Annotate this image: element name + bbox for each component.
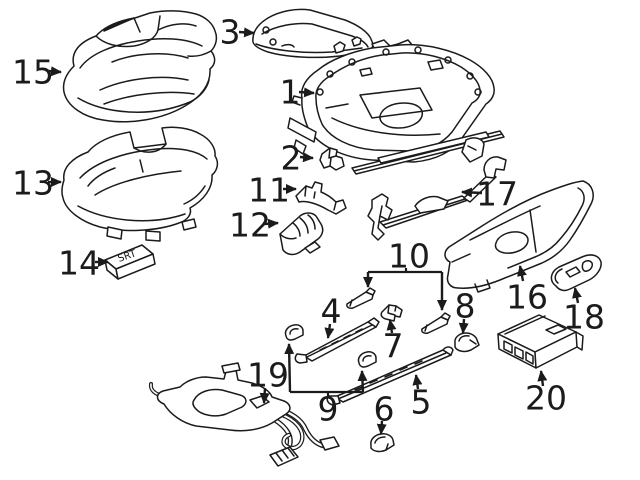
part-7-clip-drawing — [381, 305, 402, 321]
callout-11-number[interactable]: 11 — [248, 171, 290, 210]
callout-5-arrow — [412, 374, 423, 390]
callout-16-number[interactable]: 16 — [506, 278, 548, 317]
part-20-control-module-drawing — [498, 315, 583, 368]
part-8-cap-drawing — [455, 333, 479, 351]
callout-3[interactable]: 3 — [220, 13, 255, 52]
callout-20-number[interactable]: 20 — [525, 379, 567, 418]
callout-8[interactable]: 8 — [455, 287, 476, 334]
callout-13-number[interactable]: 13 — [12, 164, 54, 203]
callout-7-number[interactable]: 7 — [383, 327, 404, 366]
callout-6-number[interactable]: 6 — [374, 390, 395, 429]
callout-2-arrow — [299, 152, 314, 163]
callout-17[interactable]: 17 — [461, 175, 518, 214]
callout-19-number[interactable]: 19 — [247, 356, 289, 395]
part-2-clip-drawing — [320, 148, 344, 170]
callout-19-arrow — [259, 387, 270, 404]
part-1-seat-frame-drawing — [288, 37, 504, 174]
callout-6[interactable]: 6 — [374, 390, 395, 435]
callout-18-number[interactable]: 18 — [563, 298, 605, 337]
callout-2[interactable]: 2 — [281, 139, 314, 178]
callout-11[interactable]: 11 — [248, 171, 297, 210]
callout-8-arrow — [458, 318, 469, 334]
part-19-wiring-harness-drawing — [151, 363, 339, 466]
callout-4-arrow — [324, 323, 335, 339]
callout-15-number[interactable]: 15 — [12, 53, 54, 92]
callout-5[interactable]: 5 — [411, 374, 432, 422]
callout-9-number[interactable]: 9 — [318, 390, 339, 429]
callout-12-arrow — [263, 218, 279, 229]
callout-7[interactable]: 7 — [383, 319, 404, 366]
callout-12[interactable]: 12 — [229, 206, 279, 245]
callout-20-arrow — [537, 370, 548, 387]
callout-6-arrow — [376, 420, 387, 435]
callout-19[interactable]: 19 — [247, 356, 289, 404]
part-14-sensor-module-drawing: SRT — [105, 245, 155, 279]
part-11-bracket-drawing — [296, 182, 346, 214]
callout-12-number[interactable]: 12 — [229, 206, 271, 245]
part-16-side-shield-drawing — [445, 181, 593, 292]
part-10-bolt-pair-drawing — [347, 288, 450, 333]
callout-20[interactable]: 20 — [525, 370, 567, 418]
callout-1-number[interactable]: 1 — [280, 73, 301, 112]
callout-14-number[interactable]: 14 — [58, 244, 100, 283]
callout-5-number[interactable]: 5 — [411, 383, 432, 422]
callout-14[interactable]: 14 — [58, 244, 109, 283]
callout-16[interactable]: 16 — [506, 265, 548, 317]
callout-10[interactable]: 10 — [363, 237, 447, 311]
callout-2-number[interactable]: 2 — [281, 139, 302, 178]
part-12-actuator-drawing — [280, 213, 323, 254]
part-6-cap-drawing — [371, 434, 394, 452]
callout-18[interactable]: 18 — [563, 287, 605, 337]
callout-1-arrow — [298, 87, 315, 98]
callout-9[interactable]: 9 — [284, 343, 368, 429]
part-13-seat-cushion-drawing — [62, 127, 217, 241]
part-9-end-cap-pair-drawing — [285, 325, 376, 367]
callout-4[interactable]: 4 — [321, 292, 342, 339]
callout-7-arrow — [386, 319, 397, 334]
part-17-seat-track-drawing — [368, 157, 506, 240]
callout-17-arrow — [461, 187, 483, 198]
callout-3-number[interactable]: 3 — [220, 13, 241, 52]
callout-13[interactable]: 13 — [12, 164, 62, 203]
part-4-slide-rail-drawing — [295, 318, 379, 363]
callout-9-arrow — [284, 343, 295, 393]
callout-3-arrow — [238, 27, 255, 38]
callout-10-number[interactable]: 10 — [388, 237, 430, 276]
callout-17-number[interactable]: 17 — [476, 175, 518, 214]
callout-8-number[interactable]: 8 — [455, 287, 476, 326]
callout-16-arrow — [517, 265, 527, 282]
callout-4-number[interactable]: 4 — [321, 292, 342, 331]
part-15-seat-cushion-pad-drawing — [64, 11, 217, 122]
callout-15-arrow — [47, 66, 62, 77]
callout-15[interactable]: 15 — [12, 53, 62, 92]
callout-1[interactable]: 1 — [280, 73, 315, 112]
part-18-switch-drawing — [551, 255, 601, 290]
callout-9-arrow — [357, 370, 368, 393]
callout-18-arrow — [572, 287, 582, 304]
